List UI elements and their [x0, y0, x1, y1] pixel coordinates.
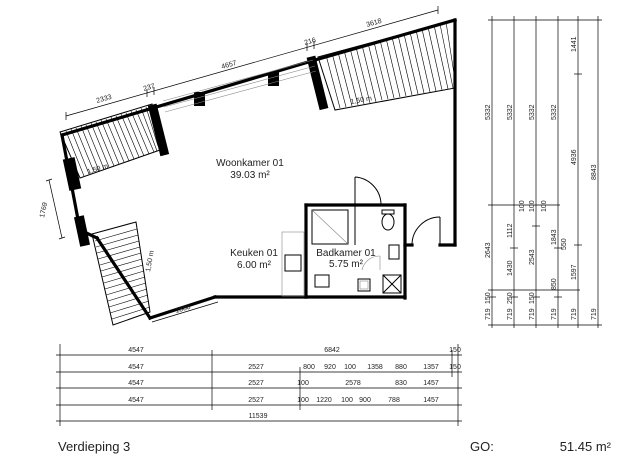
dim-b2-i: 150 — [449, 364, 461, 371]
dim-b2-c: 800 — [303, 364, 315, 371]
washing-machine — [382, 274, 402, 294]
dim-b2-h: 1357 — [423, 364, 439, 371]
dim-r2-1430: 1430 — [507, 260, 514, 276]
dim-r3-2543: 2543 — [529, 249, 536, 265]
toilet — [381, 209, 395, 231]
room-area-keuken: 6.00 m² — [237, 260, 272, 271]
dim-3618: 3618 — [366, 18, 383, 29]
dim-b4-d: 1220 — [316, 397, 332, 404]
dim-r1-150: 150 — [485, 292, 492, 304]
dim-b4-h: 1457 — [423, 397, 439, 404]
dim-b3-b: 2527 — [248, 380, 264, 387]
dim-b3-e: 830 — [395, 380, 407, 387]
dim-r5-550: 550 — [561, 238, 568, 250]
exterior-walls — [60, 18, 457, 321]
balcony-right-label: 1,50 m — [350, 95, 372, 106]
dim-b5-a: 11539 — [249, 413, 268, 420]
dim-b3-a: 4547 — [128, 380, 144, 387]
dim-b2-f: 1358 — [367, 364, 383, 371]
dim-r4-719: 719 — [551, 308, 558, 320]
dim-r2-250: 250 — [507, 292, 514, 304]
dim-4657: 4657 — [221, 60, 238, 71]
dim-r2-100: 100 — [519, 200, 526, 212]
dim-b4-e: 100 — [341, 397, 353, 404]
dim-1769: 1769 — [39, 202, 49, 219]
dim-r3-150: 150 — [529, 292, 536, 304]
dim-r2-1112: 1112 — [507, 223, 514, 238]
dim-r1-2643: 2643 — [485, 242, 492, 258]
dim-2333: 2333 — [96, 94, 113, 105]
go-label: GO: — [470, 439, 494, 454]
dim-237: 237 — [143, 83, 156, 93]
dim-r4-100: 100 — [541, 200, 548, 212]
room-area-woonkamer: 39.03 m² — [230, 170, 270, 181]
dim-b2-d: 920 — [324, 364, 336, 371]
dim-b4-b: 2527 — [248, 397, 264, 404]
dim-r4-5332: 5332 — [551, 104, 558, 120]
dim-b1-c: 150 — [449, 347, 461, 354]
dim-r5-719: 719 — [571, 308, 578, 320]
dim-r4-850: 850 — [551, 278, 558, 290]
dim-r1-719: 719 — [485, 308, 492, 320]
balcony-bottom-label: 1,50 m — [145, 250, 156, 272]
door-bathroom-inner — [361, 255, 381, 271]
room-name-badkamer: Badkamer 01 — [316, 248, 376, 259]
dim-r1-5332: 5332 — [485, 104, 492, 120]
room-name-keuken: Keuken 01 — [230, 248, 278, 259]
dim-b4-a: 4547 — [128, 397, 144, 404]
kitchen-counter — [281, 231, 330, 297]
dim-r4-1843: 1843 — [551, 229, 558, 245]
dim-r5-1597: 1597 — [571, 264, 578, 280]
dim-b3-f: 1457 — [423, 380, 439, 387]
dim-b4-g: 788 — [388, 397, 400, 404]
shower — [311, 209, 349, 245]
dim-r5-1441: 1441 — [571, 36, 578, 52]
dim-b2-g: 880 — [395, 364, 407, 371]
room-name-woonkamer: Woonkamer 01 — [216, 158, 284, 169]
dim-b2-e: 100 — [344, 364, 356, 371]
dim-r2-5332: 5332 — [507, 104, 514, 120]
floor-label: Verdieping 3 — [58, 439, 130, 454]
boiler — [357, 278, 371, 292]
go-value: 51.45 m² — [560, 439, 612, 454]
right-dimension-lines — [488, 16, 602, 328]
balcony-left-label: 1,50 m — [87, 163, 110, 176]
dim-r6-719: 719 — [591, 308, 598, 320]
balcony-top-left — [59, 103, 161, 179]
door-bathroom — [354, 176, 382, 206]
dim-b4-f: 900 — [359, 397, 371, 404]
dim-r6-8843: 8843 — [591, 164, 598, 180]
dim-b2-a: 4547 — [128, 364, 144, 371]
balcony-bottom-left — [91, 221, 151, 326]
dim-r5-4936: 4936 — [571, 149, 578, 165]
dim-r2-719: 719 — [507, 308, 514, 320]
room-area-badkamer: 5.75 m² — [329, 259, 364, 270]
dim-b1-b: 6842 — [324, 347, 340, 354]
dim-1888: 1888 — [175, 304, 192, 315]
door-entrance — [411, 216, 441, 246]
dim-b1-a: 4547 — [128, 347, 144, 354]
bottom-dimension-lines — [56, 344, 462, 426]
dim-b3-d: 2578 — [345, 380, 361, 387]
top-dimension-lines — [45, 6, 439, 323]
dim-b3-c: 100 — [297, 380, 309, 387]
dim-r3-100: 100 — [529, 200, 536, 212]
dim-b4-c: 100 — [297, 397, 309, 404]
sink — [388, 244, 400, 260]
window-columns — [62, 55, 329, 247]
dim-r3-719: 719 — [529, 308, 536, 320]
dim-b2-b: 2527 — [248, 364, 264, 371]
dim-r3-5332: 5332 — [529, 104, 536, 120]
dim-216: 216 — [304, 37, 317, 47]
window-glazing — [162, 59, 317, 113]
balcony-top-right — [317, 19, 456, 111]
